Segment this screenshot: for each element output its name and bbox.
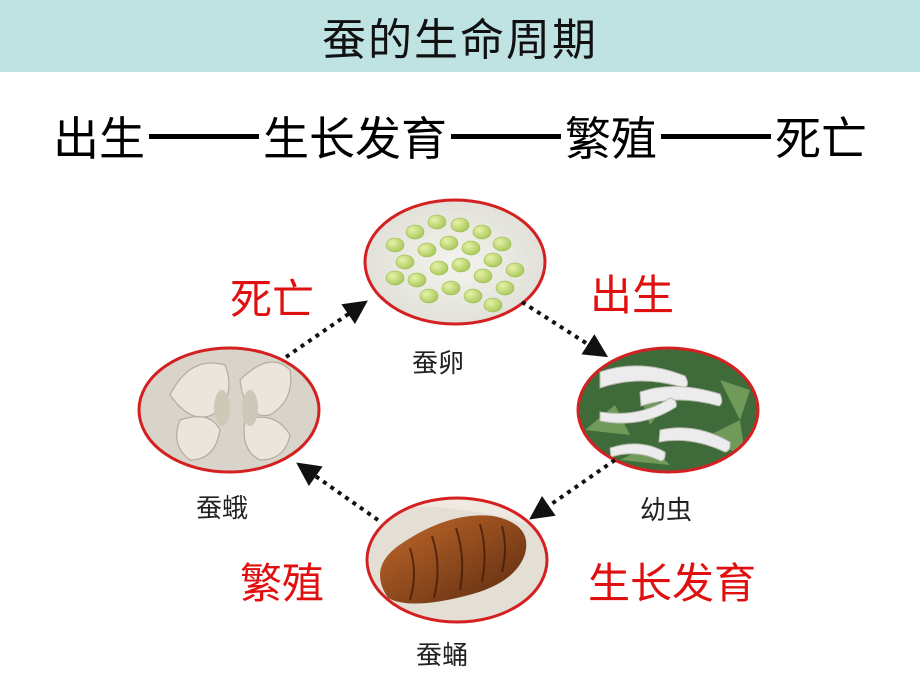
node-label-moth: 蚕蛾 bbox=[196, 494, 249, 524]
larva-image bbox=[576, 346, 760, 474]
transition-label-birth: 出生 bbox=[590, 271, 675, 320]
stage-connector bbox=[661, 133, 771, 139]
stage-connector bbox=[451, 133, 561, 139]
stage-birth: 出生 bbox=[53, 112, 145, 166]
arrow-pupa-to-moth bbox=[296, 462, 380, 522]
arrow-moth-to-egg bbox=[284, 300, 368, 359]
stage-connector bbox=[149, 133, 259, 139]
transition-label-reproduction: 繁殖 bbox=[240, 559, 325, 608]
cycle-arrows bbox=[284, 300, 617, 522]
egg-image bbox=[363, 198, 547, 326]
stages-sequence: 出生 生长发育 繁殖 死亡 bbox=[0, 104, 920, 168]
moth-image bbox=[137, 346, 321, 474]
stage-growth: 生长发育 bbox=[263, 112, 447, 166]
arrow-larva-to-pupa bbox=[529, 458, 617, 520]
arrow-egg-to-larva bbox=[520, 300, 609, 358]
stage-death: 死亡 bbox=[775, 112, 867, 166]
transition-label-growth: 生长发育 bbox=[588, 559, 757, 608]
node-label-egg: 蚕卵 bbox=[412, 349, 465, 379]
node-label-pupa: 蚕蛹 bbox=[416, 641, 469, 671]
transition-label-death: 死亡 bbox=[230, 275, 315, 324]
stage-reproduction: 繁殖 bbox=[565, 112, 657, 166]
pupa-image bbox=[365, 496, 549, 624]
title-bar: 蚕的生命周期 bbox=[0, 0, 920, 72]
page-title: 蚕的生命周期 bbox=[322, 15, 598, 66]
node-label-larva: 幼虫 bbox=[640, 496, 693, 526]
